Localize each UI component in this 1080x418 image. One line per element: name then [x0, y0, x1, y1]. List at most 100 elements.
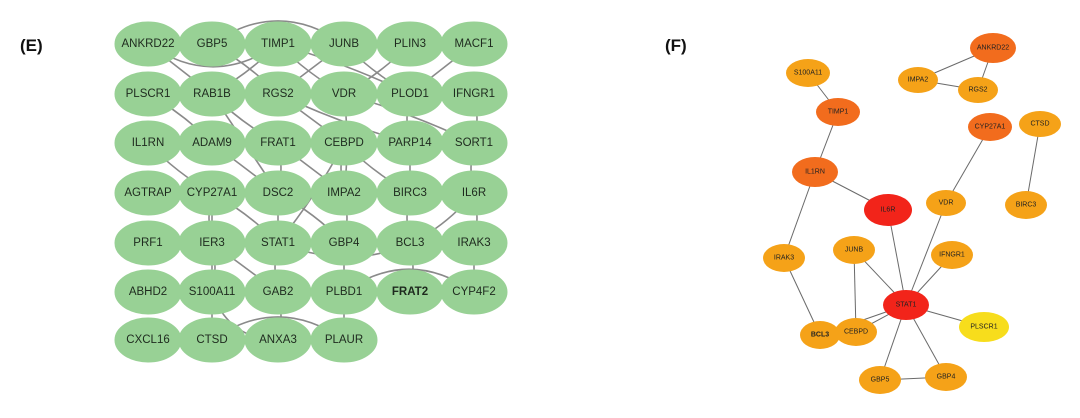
node-f-cebpd: CEBPD [835, 318, 877, 346]
node-f-ellipse [864, 194, 912, 226]
node-f-ellipse [1019, 111, 1061, 137]
node-e-label: AGTRAP [124, 187, 172, 199]
node-f-ankrd22: ANKRD22 [970, 33, 1016, 63]
node-e-label: RGS2 [262, 88, 293, 100]
node-e-label: PLBD1 [326, 286, 362, 298]
node-f-label: GBP5 [871, 377, 890, 384]
node-e-bcl3: BCL3 [376, 220, 444, 266]
node-f-ifngr1: IFNGR1 [931, 241, 973, 269]
node-f-ellipse [835, 318, 877, 346]
node-f-rgs2: RGS2 [958, 77, 998, 103]
node-e-ellipse [440, 220, 508, 266]
node-f-ellipse [958, 77, 998, 103]
node-e-ellipse [440, 170, 508, 216]
node-f-ellipse [833, 236, 875, 264]
node-e-label: CYP27A1 [187, 187, 238, 199]
node-f-irak3: IRAK3 [763, 244, 805, 272]
node-e-timp1: TIMP1 [244, 21, 312, 67]
node-f-gbp5: GBP5 [859, 366, 901, 394]
node-e-gab2: GAB2 [244, 269, 312, 315]
node-f-label: IMPA2 [908, 77, 929, 84]
node-e-label: BCL3 [396, 237, 425, 249]
node-f-ellipse [968, 113, 1012, 141]
node-f-label: IL6R [881, 207, 896, 214]
node-e-label: CYP4F2 [452, 286, 495, 298]
node-e-plaur: PLAUR [310, 317, 378, 363]
node-e-label: ABHD2 [129, 286, 167, 298]
node-f-label: IRAK3 [774, 255, 794, 262]
node-e-irak3: IRAK3 [440, 220, 508, 266]
node-e-anxa3: ANXA3 [244, 317, 312, 363]
node-e-label: DSC2 [263, 187, 294, 199]
node-f-label: JUNB [845, 247, 864, 254]
node-f-label: BIRC3 [1016, 202, 1037, 209]
node-e-stat1: STAT1 [244, 220, 312, 266]
node-e-cyp27a1: CYP27A1 [178, 170, 246, 216]
node-e-ier3: IER3 [178, 220, 246, 266]
node-e-label: PARP14 [388, 137, 432, 149]
node-e-label: IER3 [199, 237, 225, 249]
node-f-il6r: IL6R [864, 194, 912, 226]
node-e-cyp4f2: CYP4F2 [440, 269, 508, 315]
node-f-s100a11: S100A11 [786, 59, 830, 87]
node-f-label: BCL3 [811, 332, 829, 339]
node-e-label: IL6R [462, 187, 486, 199]
node-f-label: IL1RN [805, 169, 825, 176]
node-e-label: ANXA3 [259, 334, 297, 346]
node-f-ellipse [816, 98, 860, 126]
node-e-label: CEBPD [324, 137, 364, 149]
node-e-frat2: FRAT2 [376, 269, 444, 315]
node-f-label: CTSD [1030, 121, 1049, 128]
node-e-gbp5: GBP5 [178, 21, 246, 67]
node-e-plscr1: PLSCR1 [114, 71, 182, 117]
node-e-label: FRAT1 [260, 137, 296, 149]
node-e-label: STAT1 [261, 237, 295, 249]
node-e-ctsd: CTSD [178, 317, 246, 363]
node-e-label: IFNGR1 [453, 88, 495, 100]
node-f-ellipse [800, 321, 840, 349]
node-f-ellipse [926, 190, 966, 216]
node-e-abhd2: ABHD2 [114, 269, 182, 315]
node-e-label: IRAK3 [457, 237, 490, 249]
node-f-ellipse [959, 312, 1009, 342]
node-e-cxcl16: CXCL16 [114, 317, 182, 363]
node-e-label: ADAM9 [192, 137, 232, 149]
node-f-label: CYP27A1 [975, 124, 1006, 131]
node-e-label: PRF1 [133, 237, 162, 249]
node-e-agtrap: AGTRAP [114, 170, 182, 216]
node-f-cyp27a1: CYP27A1 [968, 113, 1012, 141]
node-e-impa2: IMPA2 [310, 170, 378, 216]
node-f-ellipse [1005, 191, 1047, 219]
node-e-gbp4: GBP4 [310, 220, 378, 266]
node-e-ellipse [440, 120, 508, 166]
node-e-ellipse [440, 71, 508, 117]
node-e-label: PLAUR [325, 334, 363, 346]
node-f-vdr: VDR [926, 190, 966, 216]
node-e-s100a11: S100A11 [178, 269, 246, 315]
node-e-ifngr1: IFNGR1 [440, 71, 508, 117]
node-e-label: JUNB [329, 38, 359, 50]
node-e-label: TIMP1 [261, 38, 295, 50]
node-f-ellipse [898, 67, 938, 93]
node-f-plscr1: PLSCR1 [959, 312, 1009, 342]
node-e-ellipse [440, 21, 508, 67]
node-e-label: IMPA2 [327, 187, 361, 199]
node-f-ellipse [763, 244, 805, 272]
node-e-label: CTSD [196, 334, 227, 346]
node-f-label: IFNGR1 [939, 252, 965, 259]
node-f-bcl3: BCL3 [800, 321, 840, 349]
node-e-junb: JUNB [310, 21, 378, 67]
node-f-stat1: STAT1 [883, 290, 929, 320]
node-e-cebpd: CEBPD [310, 120, 378, 166]
node-e-adam9: ADAM9 [178, 120, 246, 166]
node-e-parp14: PARP14 [376, 120, 444, 166]
node-e-rgs2: RGS2 [244, 71, 312, 117]
node-f-ellipse [970, 33, 1016, 63]
node-e-label: PLIN3 [394, 38, 426, 50]
node-f-il1rn: IL1RN [792, 157, 838, 187]
node-e-frat1: FRAT1 [244, 120, 312, 166]
node-e-label: IL1RN [132, 137, 165, 149]
